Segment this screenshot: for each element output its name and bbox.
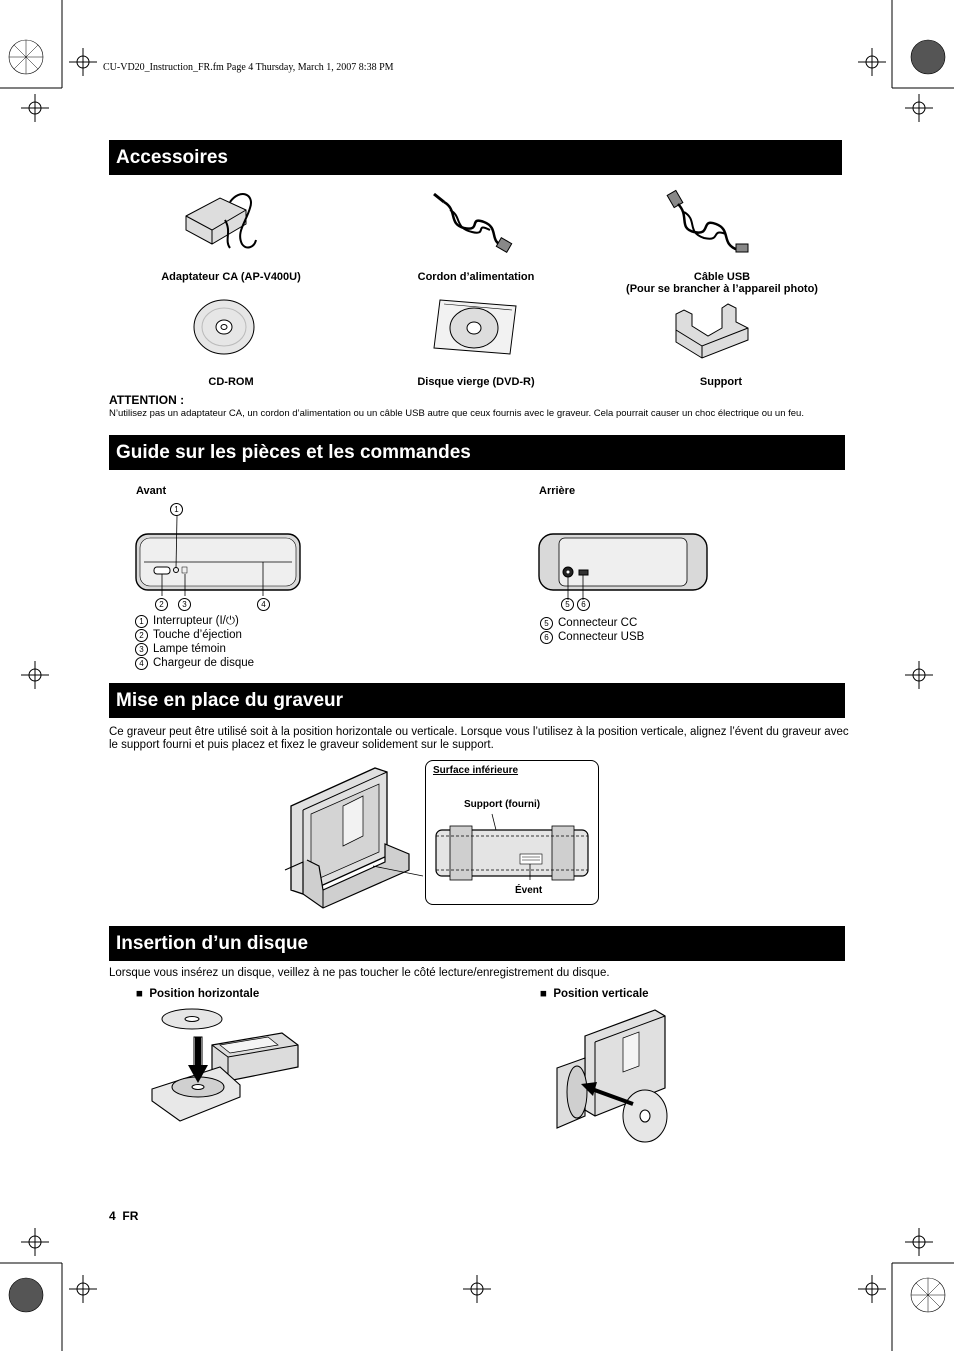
section-title-guide: Guide sur les pièces et les commandes (109, 435, 845, 470)
ac-adapter-icon (185, 193, 257, 249)
support-label: Support (fourni) (464, 799, 541, 810)
bottom-surface-illustration (435, 813, 589, 881)
accessory-label-ac-adapter: Adaptateur CA (AP-V400U) (161, 271, 301, 283)
surface-label: Surface inférieure (433, 765, 519, 776)
front-label: Avant (136, 485, 167, 497)
insertion-text: Lorsque vous insérez un disque, veillez … (109, 967, 610, 979)
accessory-label-power-cord: Cordon d’alimentation (417, 271, 535, 283)
accessory-label-dvd-r: Disque vierge (DVD-R) (417, 376, 535, 388)
callout-4: 4 (257, 598, 270, 611)
accessory-label-usb-cable: Câble USB (Pour se brancher à l’appareil… (626, 271, 818, 295)
attention-text: N’utilisez pas un adaptateur CA, un cord… (109, 408, 804, 419)
section-title-insertion: Insertion d’un disque (109, 926, 845, 961)
stand-icon (675, 303, 749, 359)
horizontal-insertion-illustration (151, 1008, 299, 1122)
power-cord-icon (433, 192, 513, 254)
accessory-label-stand: Support (699, 376, 743, 388)
dvd-r-icon (433, 299, 517, 355)
page-number: 4 FR (109, 1209, 139, 1223)
section-title-accessoires: Accessoires (109, 140, 842, 175)
cd-rom-icon (193, 299, 255, 355)
callout-3: 3 (178, 598, 191, 611)
callout-6: 6 (577, 598, 590, 611)
vertical-drive-illustration (284, 767, 424, 909)
vertical-insertion-illustration (556, 1009, 668, 1143)
callout-5: 5 (561, 598, 574, 611)
callout-1: 1 (170, 503, 183, 516)
rear-label: Arrière (539, 485, 576, 497)
vent-label: Évent (515, 885, 543, 896)
bottom-surface-box (425, 760, 599, 905)
file-header-line: CU-VD20_Instruction_FR.fm Page 4 Thursda… (103, 62, 394, 73)
rear-device-illustration (538, 533, 708, 600)
section-title-mise: Mise en place du graveur (109, 683, 845, 718)
usb-cable-icon (666, 189, 749, 253)
accessory-label-cd-rom: CD-ROM (208, 376, 254, 388)
attention-title: ATTENTION : (109, 393, 185, 407)
horizontal-position-heading: ■ Position horizontale (136, 988, 260, 1000)
mise-text: Ce graveur peut être utilisé soit à la p… (109, 726, 849, 751)
front-device-illustration (135, 515, 301, 596)
vertical-position-heading: ■ Position verticale (540, 988, 649, 1000)
callout-2: 2 (155, 598, 168, 611)
